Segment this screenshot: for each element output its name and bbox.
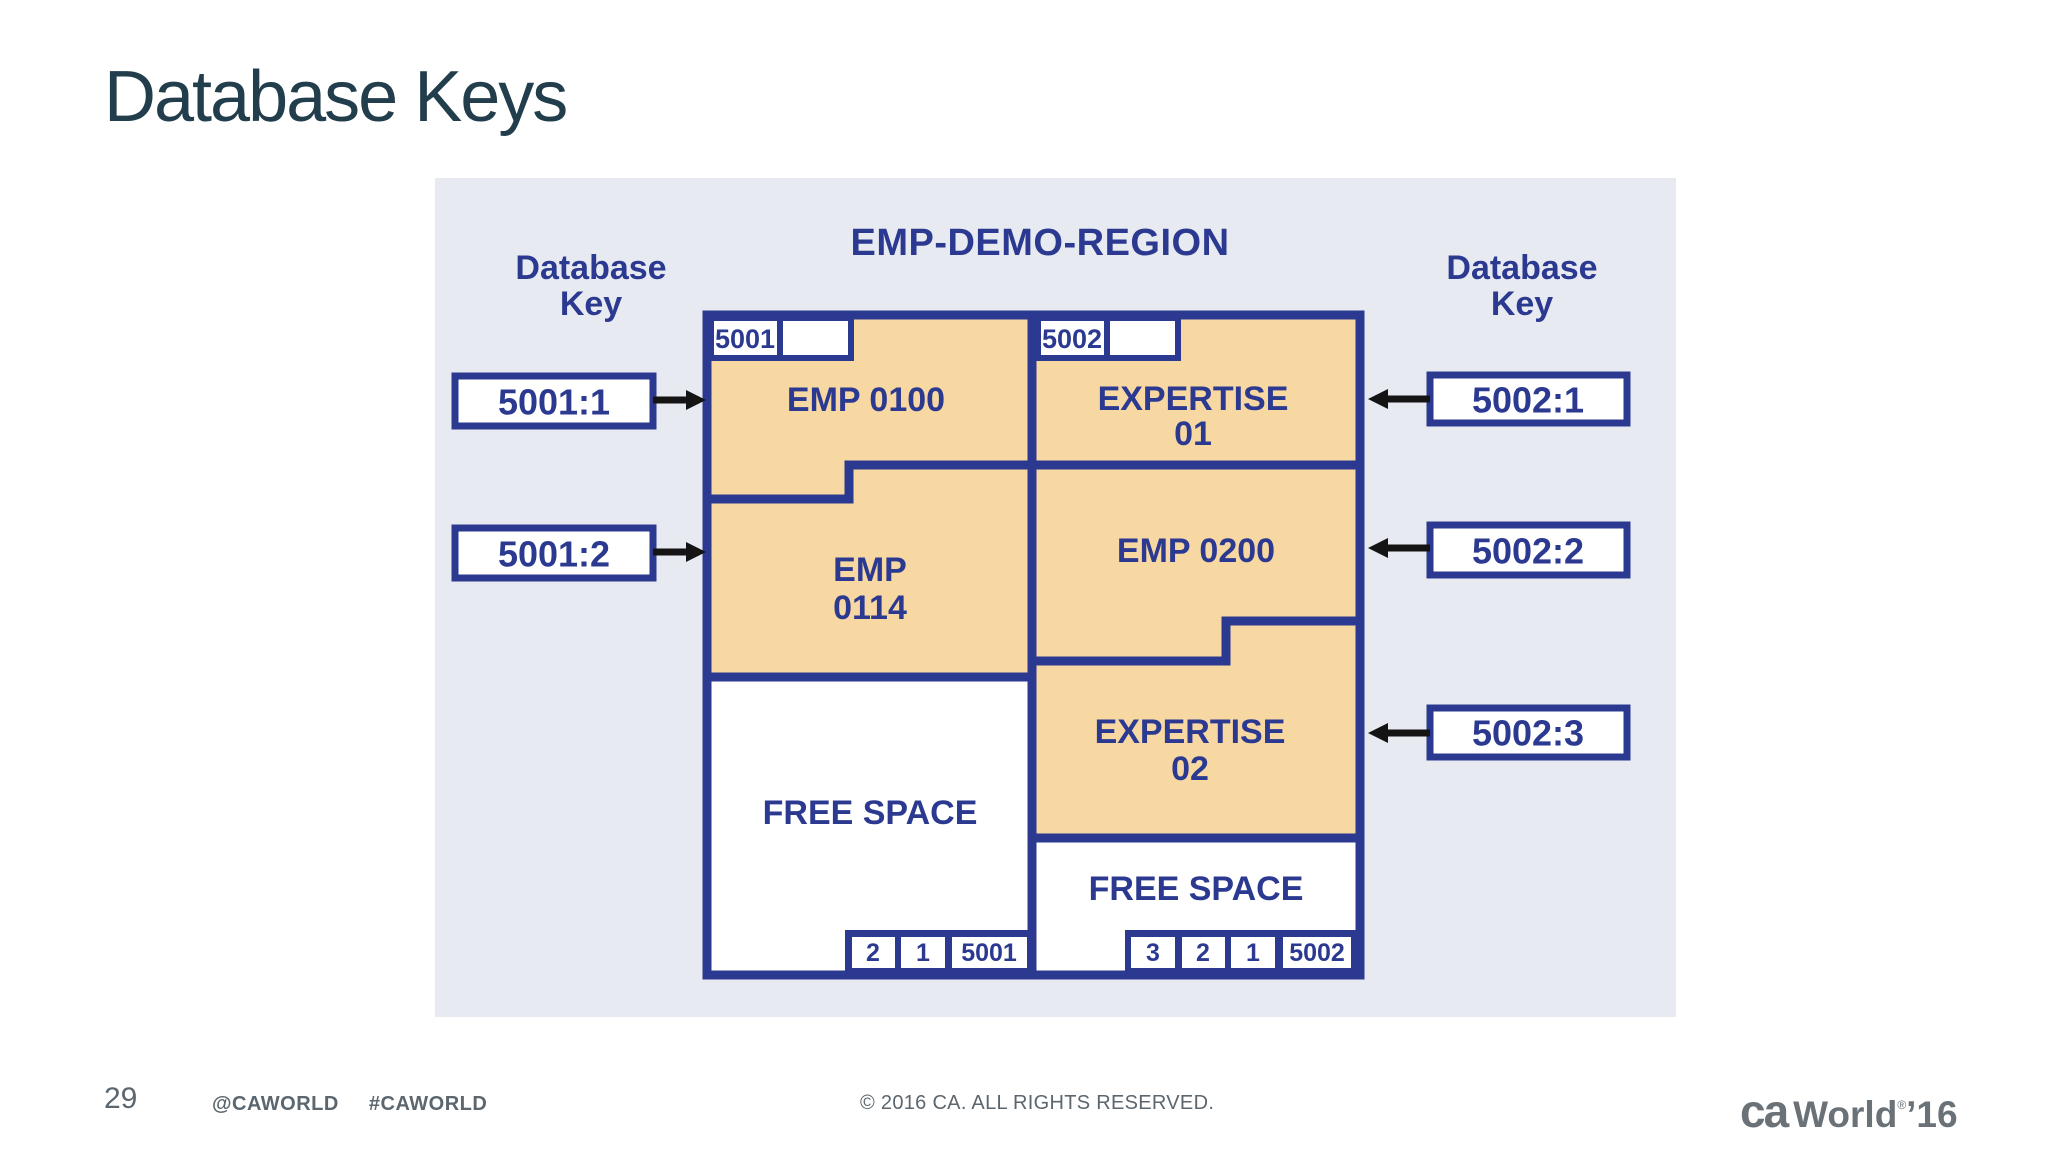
right-database-key-header-line2: Key (1491, 285, 1553, 323)
logo-ca-mark: ca (1740, 1085, 1789, 1137)
right-page-header: 5002 (1035, 315, 1181, 361)
record-label-emp-0114-line1: EMP (833, 551, 907, 589)
record-dividers (707, 315, 1360, 975)
left-database-key-header-line2: Key (560, 285, 622, 323)
free-space-label-left: FREE SPACE (763, 794, 978, 832)
database-diagram: 5001 5002 EMP 0100 EMP 0114 FREE SPACE E… (451, 222, 1631, 980)
page-header-empty-cell (777, 315, 854, 361)
key-box-5002-2: 5002:2 (1426, 521, 1631, 579)
record-label-emp-0200: EMP 0200 (1117, 532, 1275, 570)
key-label: 5002:1 (1472, 380, 1584, 421)
arrow-5002-3-left (1368, 723, 1430, 743)
key-label: 5002:2 (1472, 531, 1584, 572)
footer-cell-value: 3 (1146, 939, 1160, 967)
record-label-emp-0100: EMP 0100 (787, 381, 945, 419)
slide-page-number: 29 (104, 1082, 138, 1115)
key-arrows (653, 389, 1430, 743)
record-emp-0200-area (1032, 465, 1360, 661)
footer-cell (852, 937, 895, 968)
key-label: 5001:2 (498, 534, 610, 575)
social-tags: @CAWORLD #CAWORLD (212, 1093, 487, 1116)
copyright-notice: © 2016 CA. ALL RIGHTS RESERVED. (860, 1092, 1215, 1114)
right-database-key-header-line1: Database (1446, 249, 1597, 287)
record-emp-0114-area (707, 465, 1032, 677)
right-page-footer-band: 3 2 1 5002 (1125, 930, 1360, 976)
key-label: 5001:1 (498, 382, 610, 423)
arrow-5002-2-left (1368, 538, 1430, 558)
footer-cell-value: 1 (916, 939, 930, 967)
registered-trademark-icon: ® (1897, 1098, 1907, 1112)
footer-cell-value: 2 (1196, 939, 1210, 967)
footer-cell-value: 5001 (961, 939, 1017, 967)
left-page-footer-band: 2 1 5001 (845, 930, 1032, 976)
logo-year-text: ’16 (1906, 1094, 1958, 1135)
key-box-5002-1: 5002:1 (1426, 371, 1631, 427)
arrow-5002-1-left (1368, 389, 1430, 409)
region-title: EMP-DEMO-REGION (850, 222, 1229, 264)
diagram-panel: 5001 5002 EMP 0100 EMP 0114 FREE SPACE E… (435, 178, 1676, 1017)
footer-cell-value: 5002 (1289, 939, 1345, 967)
slide-title: Database Keys (104, 57, 568, 137)
left-database-key-header-line1: Database (515, 249, 666, 287)
record-label-expertise-02-line1: EXPERTISE (1095, 713, 1286, 751)
page-number-cell-5001 (708, 315, 783, 361)
key-label: 5002:3 (1472, 713, 1584, 754)
pages-outline (702, 310, 1365, 980)
key-box-5002-3: 5002:3 (1426, 704, 1631, 761)
tag-at-caworld: @CAWORLD (212, 1093, 339, 1115)
arrow-5001-2-right (653, 542, 706, 562)
record-label-expertise-02-line2: 02 (1171, 750, 1209, 788)
divider-emp0200-expertise02 (1032, 616, 1360, 666)
left-page-header: 5001 (708, 315, 854, 361)
arrow-5001-1-right (653, 390, 706, 410)
logo-world-text: World (1793, 1094, 1898, 1135)
divider-emp0100-emp0114 (707, 460, 1032, 504)
page-number-5001: 5001 (715, 324, 775, 354)
footer-cell (952, 937, 1027, 968)
record-label-emp-0114-line2: 0114 (833, 589, 907, 627)
footer-cell (1131, 937, 1175, 968)
free-space-label-right: FREE SPACE (1089, 870, 1304, 908)
footer-cell (901, 937, 945, 968)
record-label-expertise-01-line1: EXPERTISE (1098, 380, 1289, 418)
footer-cell-value: 2 (866, 939, 880, 967)
page-number-5002: 5002 (1042, 324, 1102, 354)
footer-cell (1283, 937, 1351, 968)
record-expertise-02-area (1032, 621, 1360, 838)
footer-cell-value: 1 (1246, 939, 1260, 967)
record-label-expertise-01-line2: 01 (1174, 415, 1212, 453)
footer-cell (1182, 937, 1225, 968)
footer-cell (1231, 937, 1275, 968)
tag-hash-caworld: #CAWORLD (368, 1093, 488, 1115)
page-header-empty-cell (1104, 315, 1181, 361)
key-box-5001-2: 5001:2 (451, 524, 657, 582)
key-box-5001-1: 5001:1 (451, 372, 657, 430)
